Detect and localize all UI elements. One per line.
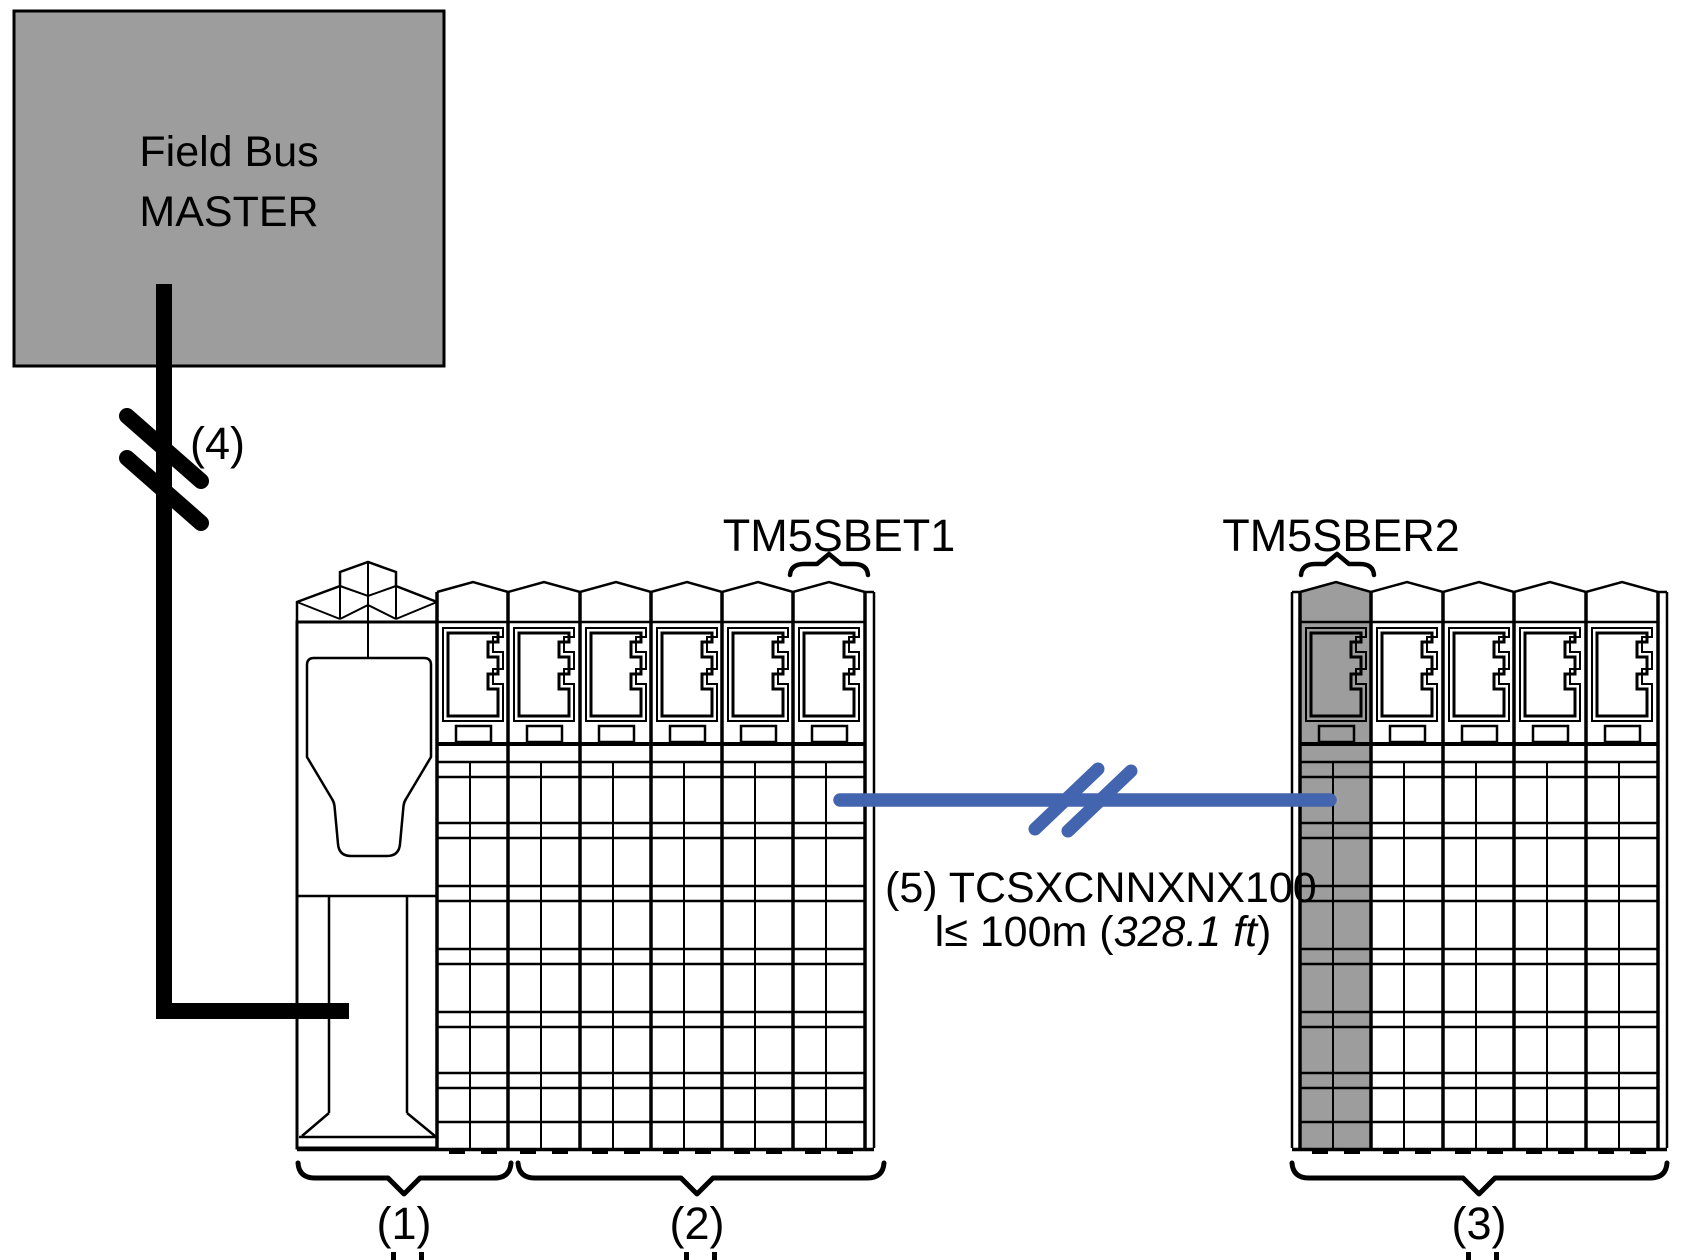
field-bus-master-label: Field Bus MASTER bbox=[14, 122, 444, 242]
expansion-cable-break-icon bbox=[1028, 762, 1138, 838]
tm5sber2-module-highlight bbox=[1300, 582, 1371, 1148]
brace-callout-1 bbox=[295, 1160, 514, 1197]
cable-length-suffix: ) bbox=[1257, 908, 1272, 956]
brace-callout-2 bbox=[515, 1160, 887, 1197]
callout-2-label: (2) bbox=[669, 1198, 725, 1249]
module-roofline bbox=[1299, 580, 1659, 594]
expansion-modules bbox=[435, 580, 876, 1152]
expansion-cable-reference-label: (5) TCSXCNNXNX100 bbox=[885, 864, 1317, 912]
brace-tm5sbet1 bbox=[787, 551, 871, 578]
callout-3-label: (3) bbox=[1451, 1198, 1507, 1249]
tm5sber2-label: TM5SBER2 bbox=[1222, 510, 1460, 561]
expansion-cable-length-label: l≤ 100m (328.1 ft) bbox=[903, 908, 1303, 957]
bus-coupler bbox=[295, 560, 439, 1150]
field-bus-master-box bbox=[12, 9, 446, 368]
master-label-line1: Field Bus bbox=[139, 128, 319, 176]
left-island bbox=[295, 560, 876, 1152]
right-island bbox=[1290, 580, 1669, 1152]
tm5sbet1-label: TM5SBET1 bbox=[722, 510, 956, 561]
brace-tm5sber2 bbox=[1298, 551, 1377, 578]
callout-1-label: (1) bbox=[376, 1198, 432, 1249]
cable-length-prefix: l≤ 100m ( bbox=[934, 908, 1114, 956]
fieldbus-cable bbox=[156, 284, 349, 1019]
fieldbus-cable-break-icon bbox=[119, 408, 209, 531]
cut-off-label-fragments bbox=[391, 1252, 1499, 1260]
cable-length-value: 328.1 ft bbox=[1113, 908, 1258, 956]
master-label-line2: MASTER bbox=[139, 188, 319, 236]
module-roofline bbox=[436, 580, 866, 594]
callout-4-label: (4) bbox=[190, 418, 245, 469]
brace-callout-3 bbox=[1289, 1160, 1670, 1197]
